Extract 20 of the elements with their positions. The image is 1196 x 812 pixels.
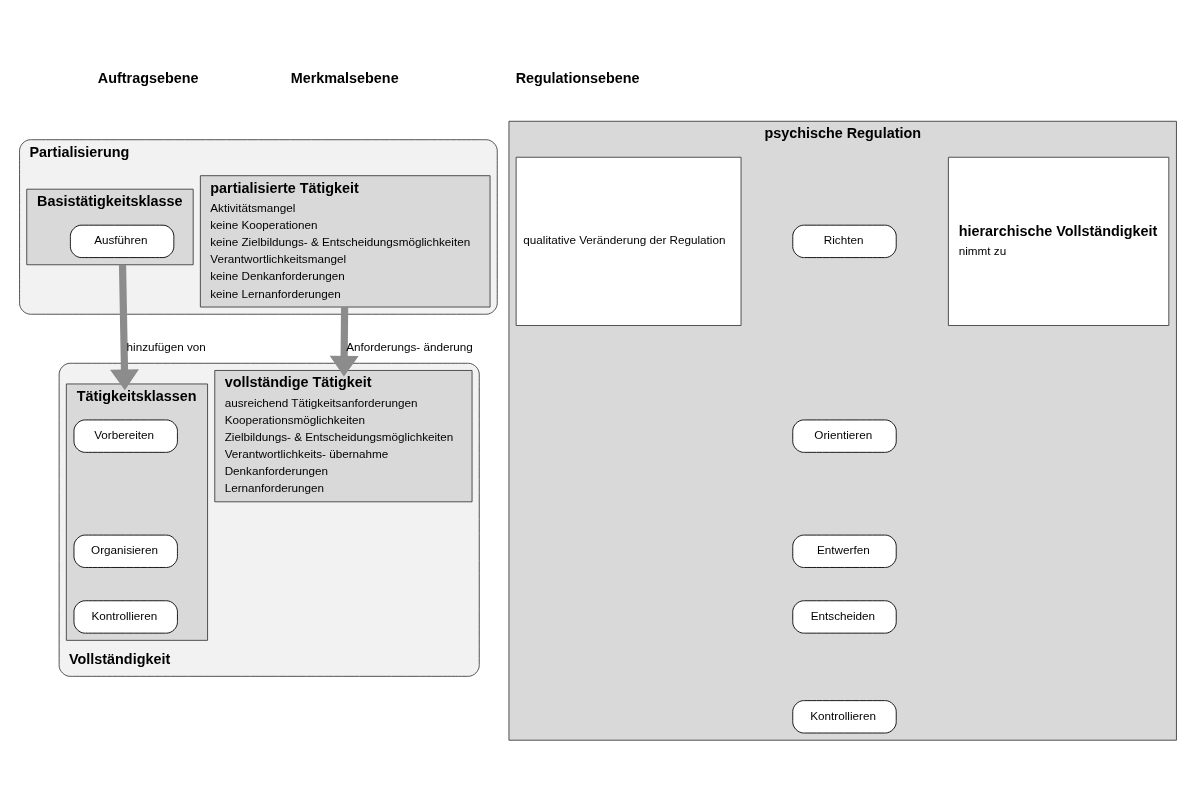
edge-label: hinzufügen von — [126, 340, 206, 354]
label: Regulationsebene — [515, 70, 640, 87]
node-box: Entwerfen — [792, 534, 897, 568]
label: Merkmalsebene — [290, 70, 399, 87]
arrow — [329, 307, 359, 377]
node-box: vollständige Tätigkeit ausreichend Tätigkeitsanforderungen Kooperationsmöglichkeiten Zielbildungs- & Entscheidungsmöglichkeiten Verantwortlichkeits- übernahme Denkanforderungen Lernanforderungen — [214, 370, 473, 503]
label: Auftragsebene — [97, 70, 199, 87]
edge-label: Anforderungs- änderung — [346, 340, 473, 354]
node-box: Orientieren — [792, 419, 897, 453]
node-box: Entscheiden — [792, 600, 897, 634]
node-box: Richten — [792, 224, 897, 258]
node-box: Organisieren — [73, 534, 178, 568]
arrow — [110, 264, 139, 391]
node-box: Kontrollieren — [792, 700, 897, 734]
node-box: Ausführen — [69, 224, 175, 258]
node-box: hierarchische Vollständigkeit nimmt zu — [947, 156, 1170, 326]
node-box: Kontrollieren — [73, 600, 178, 634]
node-box: partialisierte Tätigkeit Aktivitätsmangel keine Kooperationen keine Zielbildungs- & Entscheidungsmöglichkeiten Verantwortlichkeitsmangel keine Denkanforderungen keine Lernanforderungen — [199, 175, 491, 308]
node-box: qualitative Veränderung der Regulation — [515, 156, 742, 326]
node-box: Vorbereiten — [73, 419, 178, 453]
